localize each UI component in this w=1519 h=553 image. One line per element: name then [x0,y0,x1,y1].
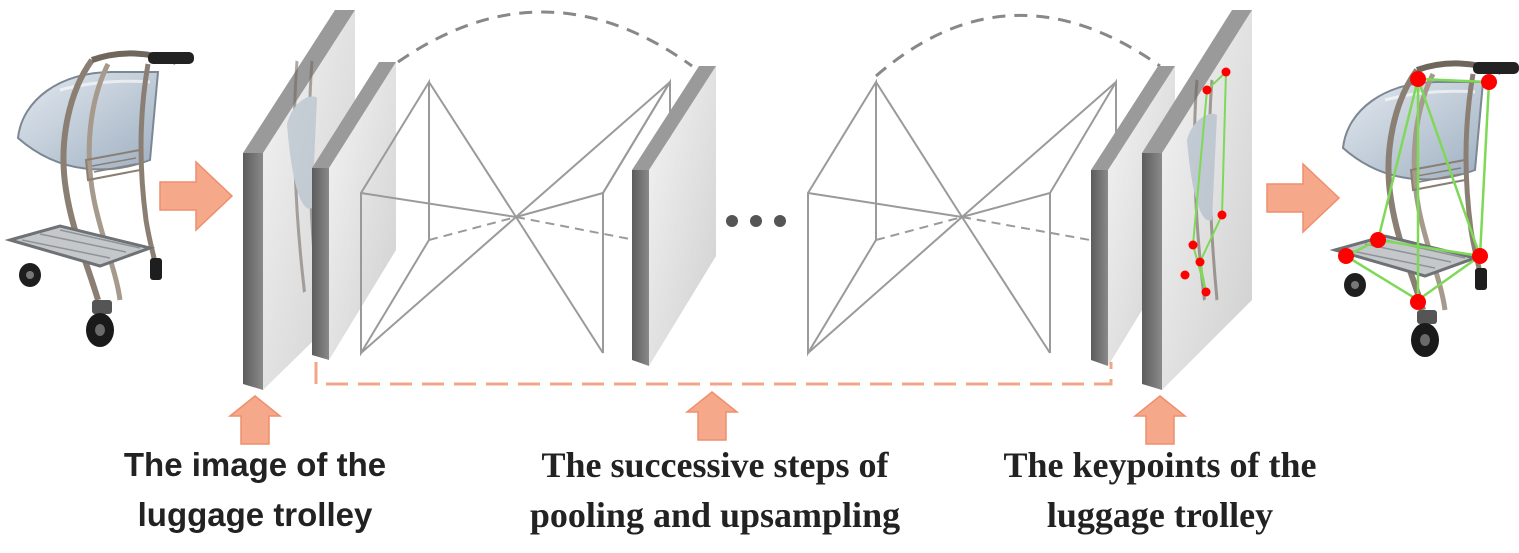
process-caption-arrow [686,391,738,441]
ellipsis-dots [726,215,786,227]
input-caption-line-2: luggage trolley [137,496,373,533]
keypoint-markers [1338,71,1497,310]
keypoint-marker [1481,74,1497,90]
skip-arch-1 [397,10,693,68]
keypoint-marker [1410,294,1426,310]
input-arrow [159,161,233,231]
input-caption: The image of the luggage trolley [95,440,415,540]
output-keypoint-plate [1142,10,1252,390]
input-caption-arrow [229,395,281,445]
output-caption: The keypoints of the luggage trolley [975,440,1345,540]
output-caption-line-1: The keypoints of the [1003,445,1317,485]
skip-arch-2 [875,13,1161,78]
conv-layer-plate-1 [312,62,396,360]
hourglass-module-2 [807,78,1117,357]
output-caption-line-2: luggage trolley [1046,495,1274,535]
conv-layer-plate-2 [632,66,716,366]
output-arrow [1266,163,1340,233]
process-caption: The successive steps of pooling and upsa… [500,440,930,540]
keypoint-marker [1370,232,1386,248]
process-caption-line-1: The successive steps of [541,445,889,485]
output-trolley-image [1335,62,1519,357]
hourglass-module-1 [360,78,671,357]
process-caption-line-2: pooling and upsampling [529,495,901,535]
keypoint-marker [1338,248,1354,264]
keypoint-marker [1410,71,1426,87]
skip-connection-bracket [314,362,1113,386]
keypoint-marker [1472,248,1488,264]
input-caption-line-1: The image of the [123,446,387,483]
output-caption-arrow [1134,395,1186,445]
